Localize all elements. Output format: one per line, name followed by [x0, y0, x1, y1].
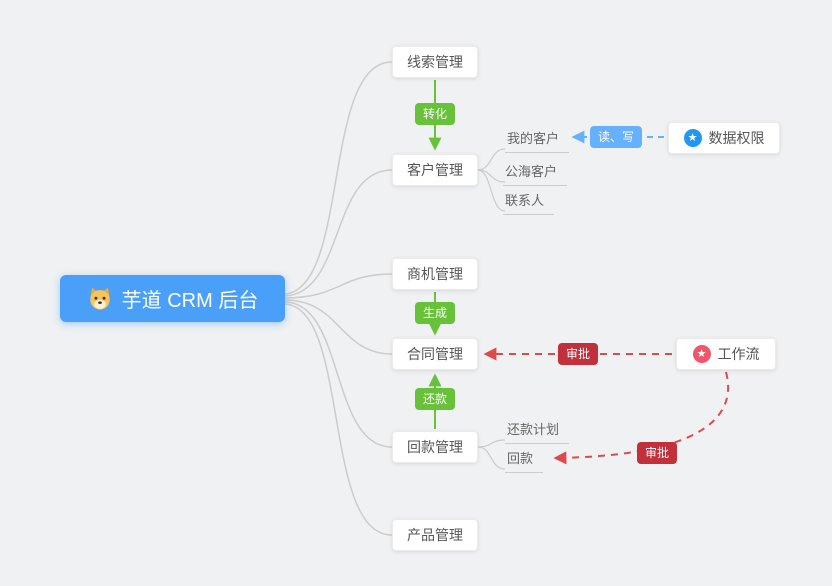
node-customers[interactable]: 客户管理	[392, 154, 478, 186]
node-contracts-label: 合同管理	[407, 346, 463, 362]
badge-generate: 生成	[414, 302, 456, 324]
root-label: 芋道 CRM 后台	[121, 290, 259, 312]
root-branch-curves	[284, 61, 393, 536]
customer-sub-curves	[477, 148, 506, 212]
sub-repayment-plan[interactable]: 还款计划	[505, 419, 570, 444]
star-red-icon: ★	[692, 345, 711, 363]
node-business[interactable]: 商机管理	[392, 258, 478, 290]
badge-repay: 还款	[414, 388, 456, 410]
node-products[interactable]: 产品管理	[392, 519, 478, 551]
dog-icon	[89, 287, 110, 310]
receivable-sub-curves	[477, 439, 506, 470]
node-receivables-label: 回款管理	[407, 439, 463, 455]
node-workflow-label: 工作流	[717, 346, 760, 362]
node-data-permission-label: 数据权限	[708, 130, 765, 146]
sub-public-customers[interactable]: 公海客户	[503, 161, 568, 186]
node-receivables[interactable]: 回款管理	[392, 431, 478, 463]
node-data-permission[interactable]: ★ 数据权限	[668, 122, 780, 154]
sub-contacts[interactable]: 联系人	[503, 190, 555, 215]
root-node[interactable]: 芋道 CRM 后台	[60, 275, 285, 322]
node-contracts[interactable]: 合同管理	[392, 338, 478, 370]
node-products-label: 产品管理	[407, 527, 463, 543]
badge-convert: 转化	[414, 103, 456, 125]
node-workflow[interactable]: ★ 工作流	[676, 338, 776, 370]
node-business-label: 商机管理	[407, 266, 463, 282]
node-leads[interactable]: 线索管理	[392, 46, 478, 78]
star-blue-icon: ★	[683, 129, 702, 147]
sub-repayment[interactable]: 回款	[505, 448, 544, 473]
badge-approve-contract: 审批	[557, 343, 599, 365]
badge-approve-repayment: 审批	[636, 442, 678, 464]
node-leads-label: 线索管理	[407, 54, 463, 70]
badge-read-write: 读、写	[589, 126, 643, 148]
node-customers-label: 客户管理	[407, 162, 463, 178]
sub-my-customers[interactable]: 我的客户	[505, 128, 570, 153]
